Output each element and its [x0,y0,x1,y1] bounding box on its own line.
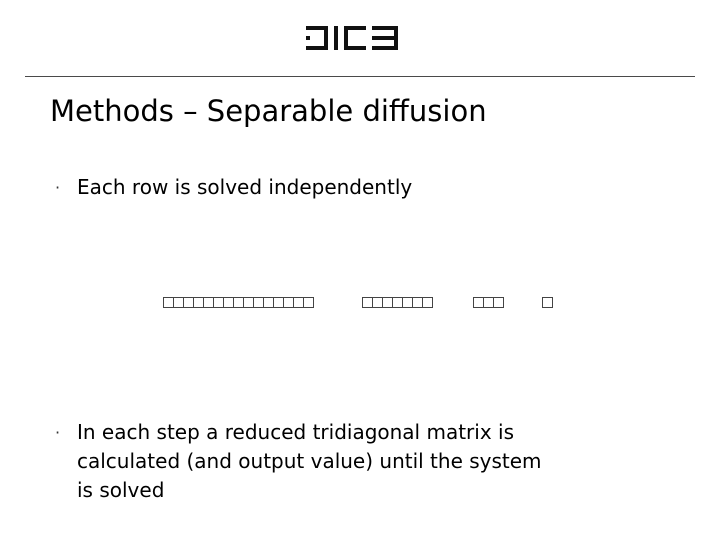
cell-row-1 [163,297,314,308]
matrix-cell [542,297,553,308]
bullet-dot-icon: · [55,423,61,442]
matrix-cell [422,297,433,308]
cell-row-3 [473,297,504,308]
slide-title: Methods – Separable diffusion [50,94,487,128]
matrix-cell [303,297,314,308]
header-divider [25,76,695,77]
bullet-text-1: Each row is solved independently [77,175,413,199]
dice-logo [306,26,398,50]
bullet-dot-icon: · [55,178,61,197]
cell-row-4 [542,297,553,308]
matrix-cell [493,297,504,308]
bullet-text-2: In each step a reduced tridiagonal matri… [77,420,542,502]
cell-row-2 [362,297,433,308]
